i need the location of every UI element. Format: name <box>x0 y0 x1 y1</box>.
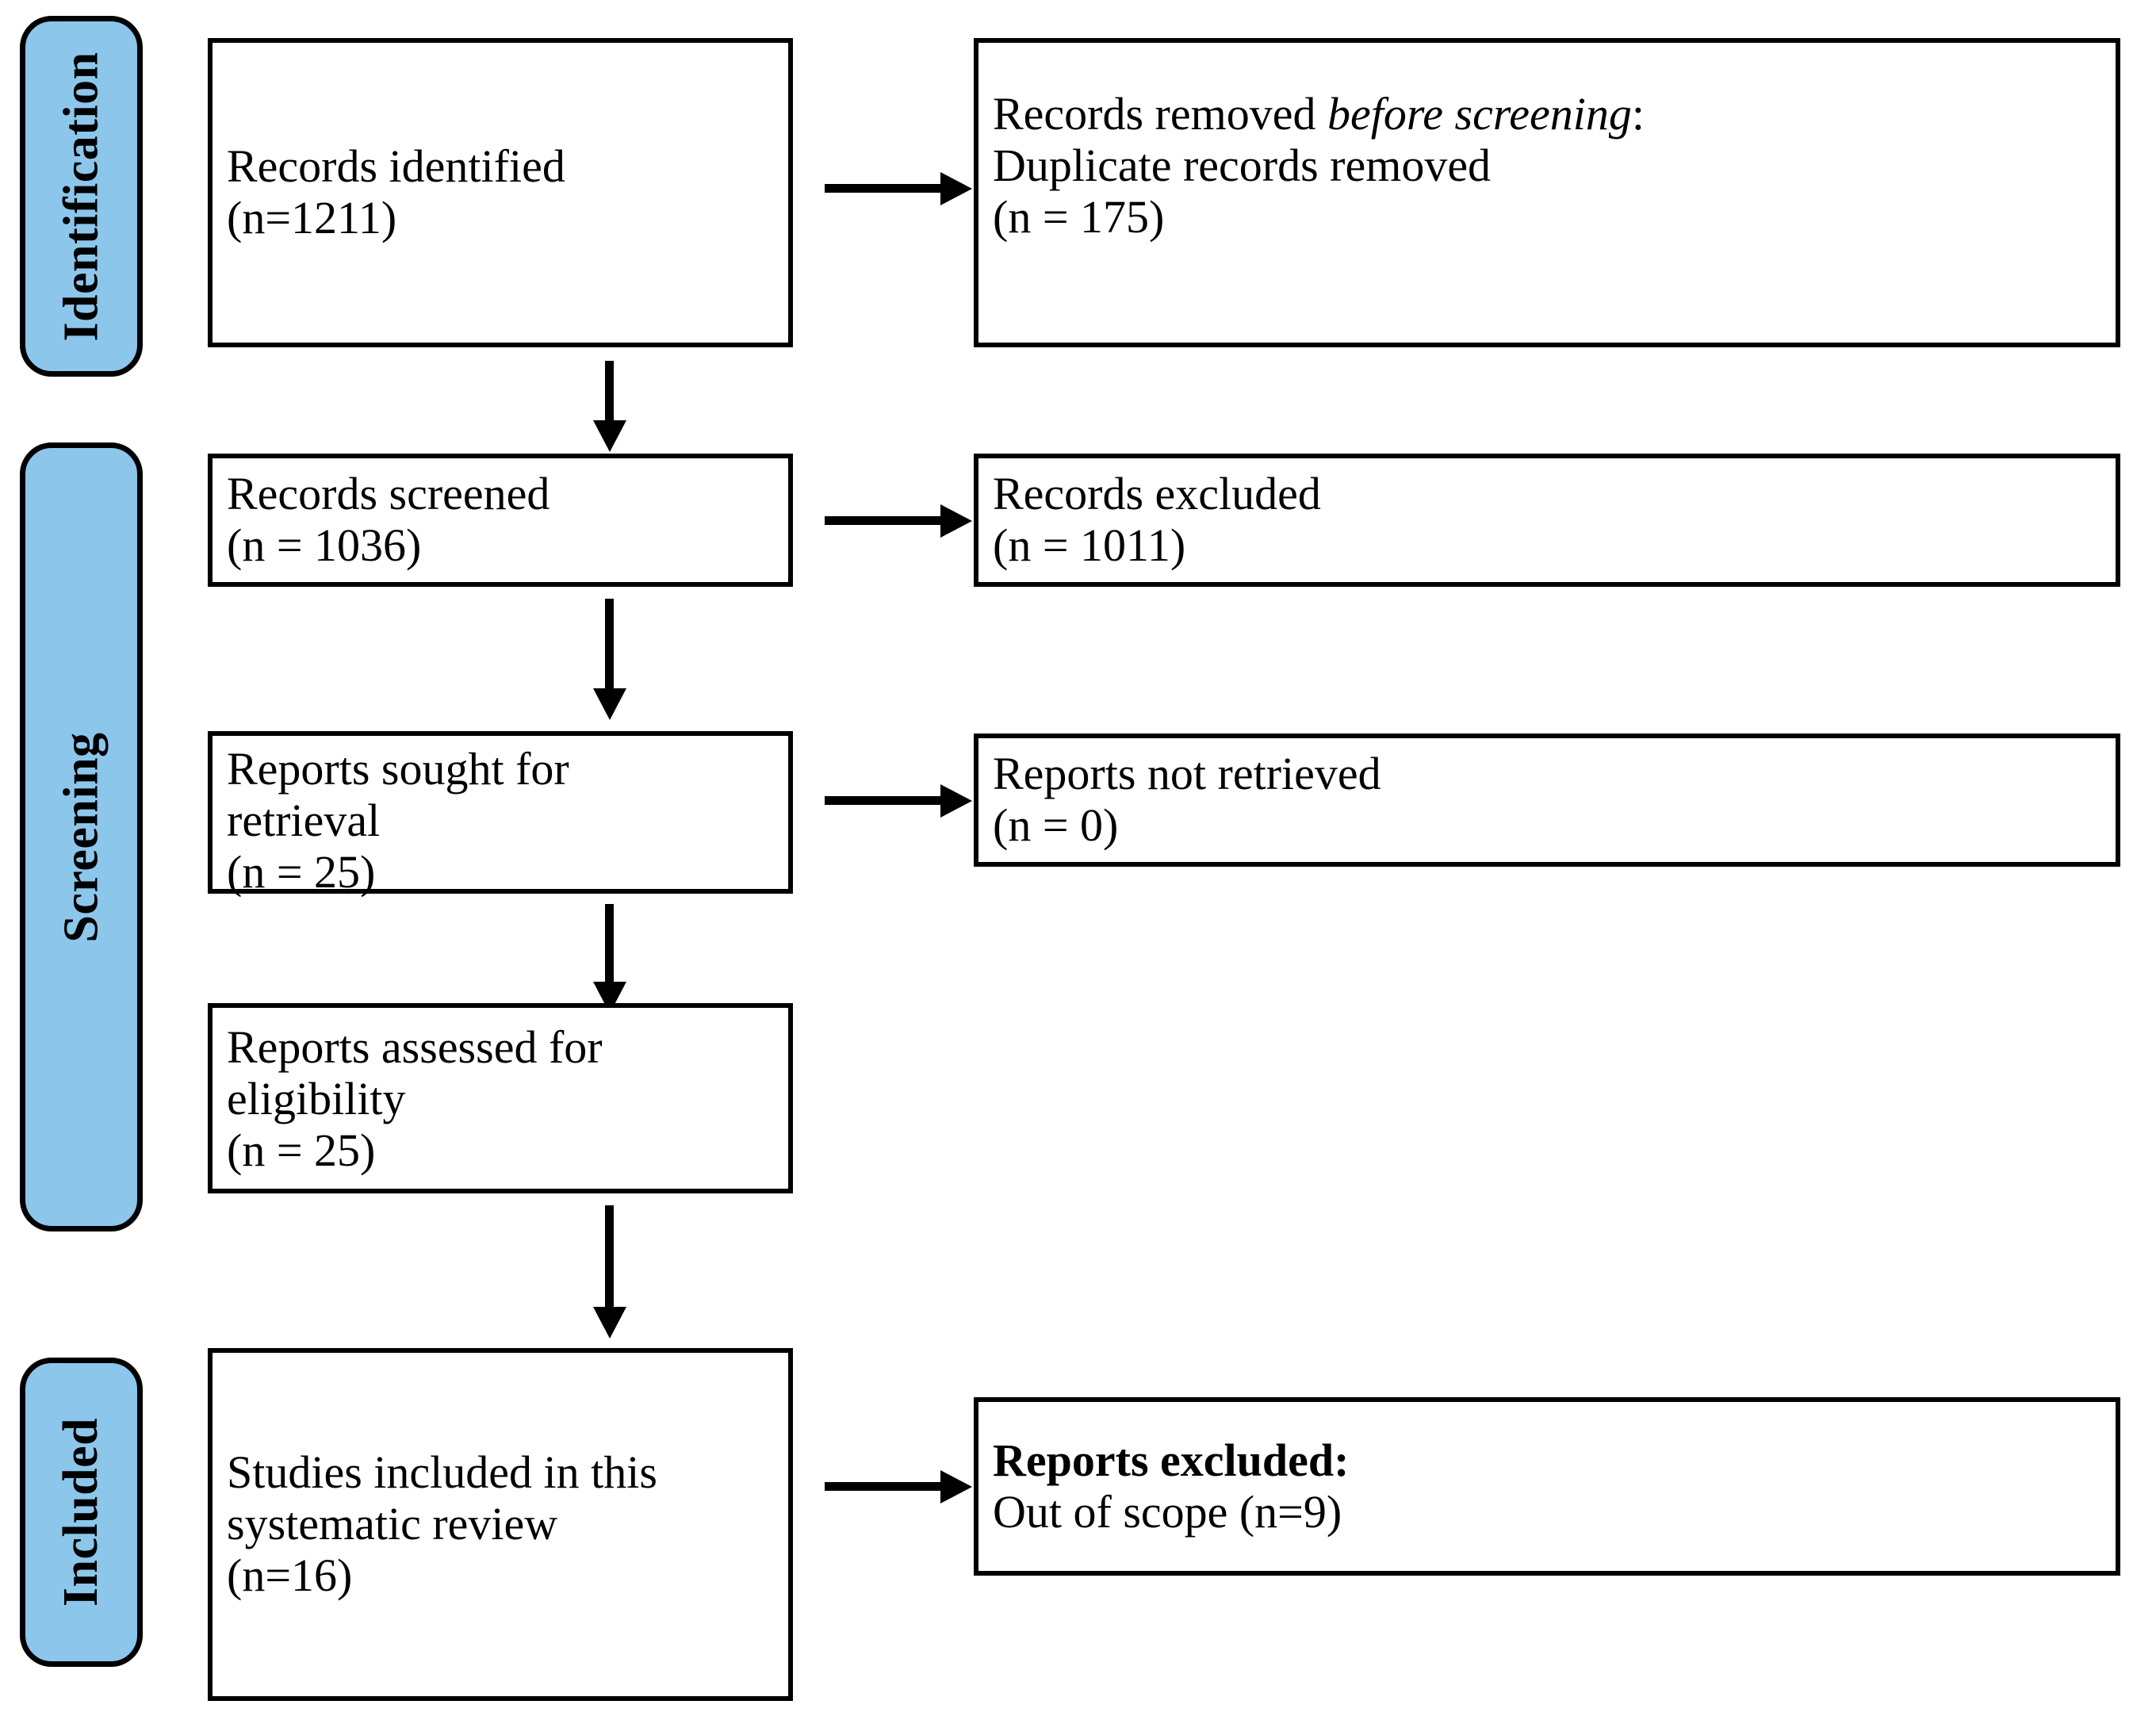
studies-included-line2: systematic review <box>227 1498 558 1550</box>
reports-not-retrieved-line1: Reports not retrieved <box>993 748 1381 800</box>
phase-bar-included: Included <box>20 1358 143 1667</box>
arrow-identified-to-screened-shaft <box>605 361 614 426</box>
arrow-screened-to-excluded-head <box>940 504 972 538</box>
box-records-excluded: Records excluded (n = 1011) <box>974 454 2120 587</box>
records-removed-line3: (n = 175) <box>993 190 1165 243</box>
reports-excluded-line2: Out of scope (n=9) <box>993 1485 1342 1538</box>
records-removed-line1: Records removed before screening: <box>993 88 2104 140</box>
box-reports-excluded: Reports excluded: Out of scope (n=9) <box>974 1397 2120 1576</box>
arrow-screened-to-excluded-shaft <box>825 516 944 525</box>
records-identified-line2: (n=1211) <box>227 192 397 243</box>
arrow-identified-to-removed-shaft <box>825 184 944 193</box>
box-studies-included: Studies included in this systematic revi… <box>208 1348 793 1701</box>
arrow-assessed-to-included-head <box>593 1307 626 1339</box>
arrow-sought-to-assessed-shaft <box>605 904 614 987</box>
arrow-screened-to-sought-shaft <box>605 599 614 694</box>
phase-bar-screening: Screening <box>20 442 143 1231</box>
records-excluded-line2: (n = 1011) <box>993 519 1186 571</box>
reports-not-retrieved-line2: (n = 0) <box>993 799 1119 851</box>
arrow-assessed-to-included-shaft <box>605 1205 614 1312</box>
box-records-screened: Records screened (n = 1036) <box>208 454 793 587</box>
reports-assessed-line3: (n = 25) <box>227 1124 376 1176</box>
studies-included-line3: (n=16) <box>227 1549 353 1601</box>
box-reports-not-retrieved: Reports not retrieved (n = 0) <box>974 734 2120 867</box>
records-removed-line2: Duplicate records removed <box>993 139 1492 191</box>
arrow-identified-to-screened-head <box>593 420 626 452</box>
records-screened-line1: Records screened <box>227 468 550 520</box>
arrow-screened-to-sought-head <box>593 688 626 720</box>
reports-sought-line2: retrieval <box>227 794 381 846</box>
box-records-identified: Records identified (n=1211) <box>208 38 793 347</box>
reports-assessed-line1: Reports assessed for <box>227 1021 603 1073</box>
arrow-included-to-excluded-head <box>940 1470 972 1503</box>
records-removed-suffix: : <box>1631 88 1645 140</box>
studies-included-line1: Studies included in this <box>227 1446 657 1499</box>
arrow-included-to-excluded-shaft <box>825 1482 944 1491</box>
phase-bar-identification: Identification <box>20 16 143 377</box>
box-records-removed: Records removed before screening: Duplic… <box>974 38 2120 347</box>
arrow-sought-to-not-retrieved-head <box>940 784 972 818</box>
reports-sought-line1: Reports sought for <box>227 743 569 795</box>
reports-assessed-line2: eligibility <box>227 1072 406 1124</box>
box-reports-sought: Reports sought for retrieval (n = 25) <box>208 731 793 898</box>
records-excluded-line1: Records excluded <box>993 468 1321 520</box>
box-reports-assessed: Reports assessed for eligibility (n = 25… <box>208 1003 793 1193</box>
reports-sought-line3: (n = 25) <box>227 845 376 898</box>
records-removed-emphasis: before screening <box>1327 88 1632 140</box>
phase-label-screening: Screening <box>54 731 109 943</box>
reports-excluded-line1: Reports excluded: <box>993 1434 1350 1486</box>
records-identified-line1: Records identified <box>227 140 565 193</box>
phase-label-included: Included <box>54 1417 109 1607</box>
arrow-sought-to-not-retrieved-shaft <box>825 796 944 805</box>
phase-label-identification: Identification <box>54 51 109 342</box>
records-screened-line2: (n = 1036) <box>227 519 422 571</box>
records-removed-prefix: Records removed <box>993 88 1327 140</box>
arrow-identified-to-removed-head <box>940 172 972 205</box>
